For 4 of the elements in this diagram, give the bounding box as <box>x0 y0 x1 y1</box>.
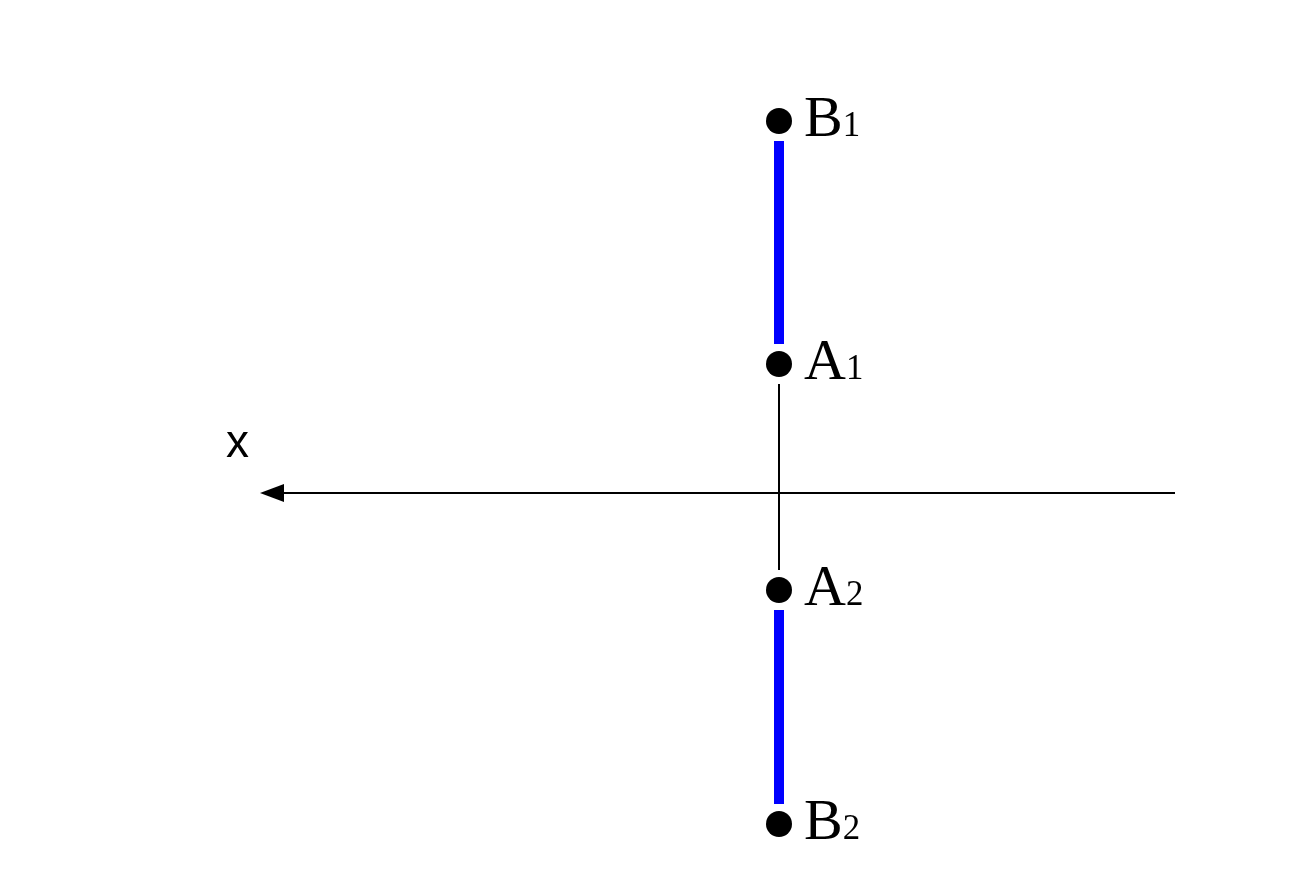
line-segment <box>774 141 784 344</box>
axis-label: x <box>226 418 249 464</box>
projection-line <box>778 383 780 571</box>
line-segment <box>774 610 784 804</box>
